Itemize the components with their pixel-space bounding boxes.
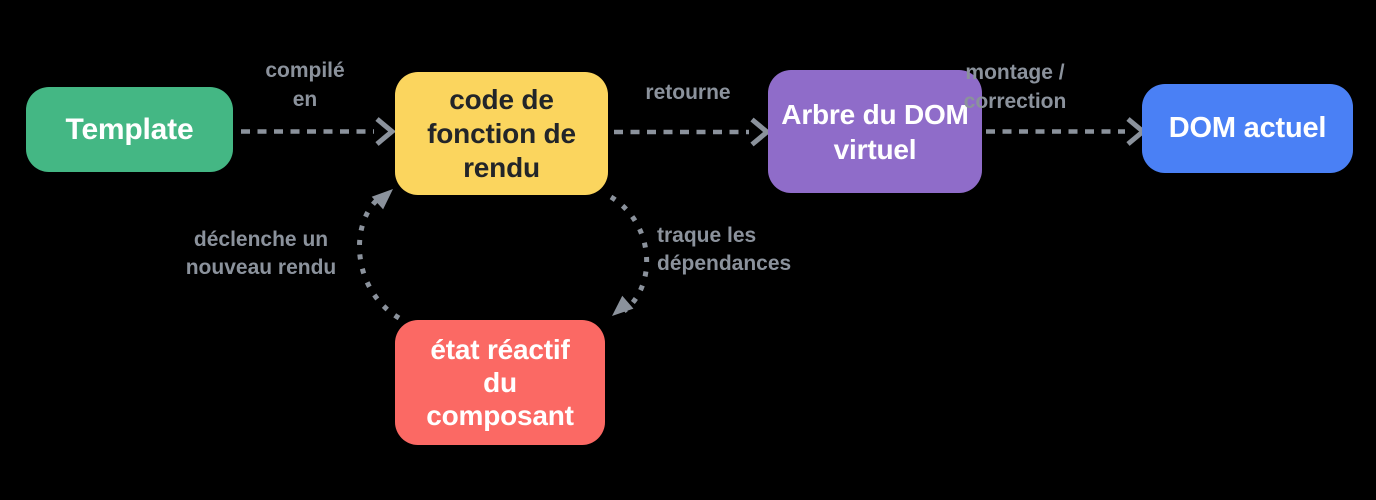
mount-arrowhead-icon: [1126, 117, 1147, 146]
edge-triggers-arc: [357, 189, 401, 321]
node-render-function-line: fonction de: [427, 117, 576, 149]
edge-label-tracks: traque les dépendances: [657, 222, 877, 278]
edge-compile-arrow: [241, 117, 396, 146]
node-template: Template: [26, 87, 233, 172]
node-virtual-dom-line: Arbre du DOM: [781, 98, 969, 130]
node-reactive-state-line: état réactif: [430, 334, 570, 365]
node-render-function-line: rendu: [463, 151, 540, 183]
triggers-dashed-arc: [357, 196, 401, 321]
node-actual-dom: DOM actuel: [1142, 84, 1353, 173]
compile-arrowhead-icon: [375, 117, 396, 146]
node-render-function: code de fonction de rendu: [395, 72, 608, 195]
edge-label-triggers: déclenche un nouveau rendu: [151, 226, 371, 282]
edge-label-mount-line: montage /: [965, 61, 1065, 84]
node-virtual-dom-line: virtuel: [833, 133, 917, 165]
node-actual-dom-label: DOM actuel: [1168, 112, 1327, 144]
edge-label-mount: montage / correction: [935, 58, 1095, 116]
edge-mount-arrow: [986, 117, 1147, 146]
edge-label-tracks-line: traque les: [657, 224, 757, 247]
edge-label-tracks-line: dépendances: [657, 252, 792, 275]
edge-tracks-arc: [609, 194, 650, 316]
edge-label-compile-line: en: [292, 88, 318, 111]
tracks-dashed-arc: [609, 194, 650, 313]
edge-label-returns: retourne: [613, 78, 763, 107]
node-template-label: Template: [65, 112, 194, 146]
edge-label-mount-line: correction: [963, 90, 1067, 113]
triggers-arrowhead-icon: [371, 189, 393, 210]
edge-returns-arrow: [614, 117, 771, 147]
node-reactive-state-line: du: [483, 367, 517, 398]
edge-label-compile: compilé en: [225, 56, 385, 114]
node-reactive-state-line: composant: [426, 400, 574, 431]
edge-label-triggers-line: nouveau rendu: [185, 256, 337, 279]
node-render-function-line: code de: [449, 83, 554, 115]
returns-arrowhead-icon: [750, 117, 771, 147]
edge-label-compile-line: compilé: [265, 59, 345, 82]
node-virtual-dom: Arbre du DOM virtuel: [768, 70, 982, 193]
edge-label-triggers-line: déclenche un: [193, 228, 329, 251]
edge-label-returns-line: retourne: [645, 81, 731, 104]
node-reactive-state: état réactif du composant: [395, 320, 605, 445]
tracks-arrowhead-icon: [612, 295, 634, 316]
